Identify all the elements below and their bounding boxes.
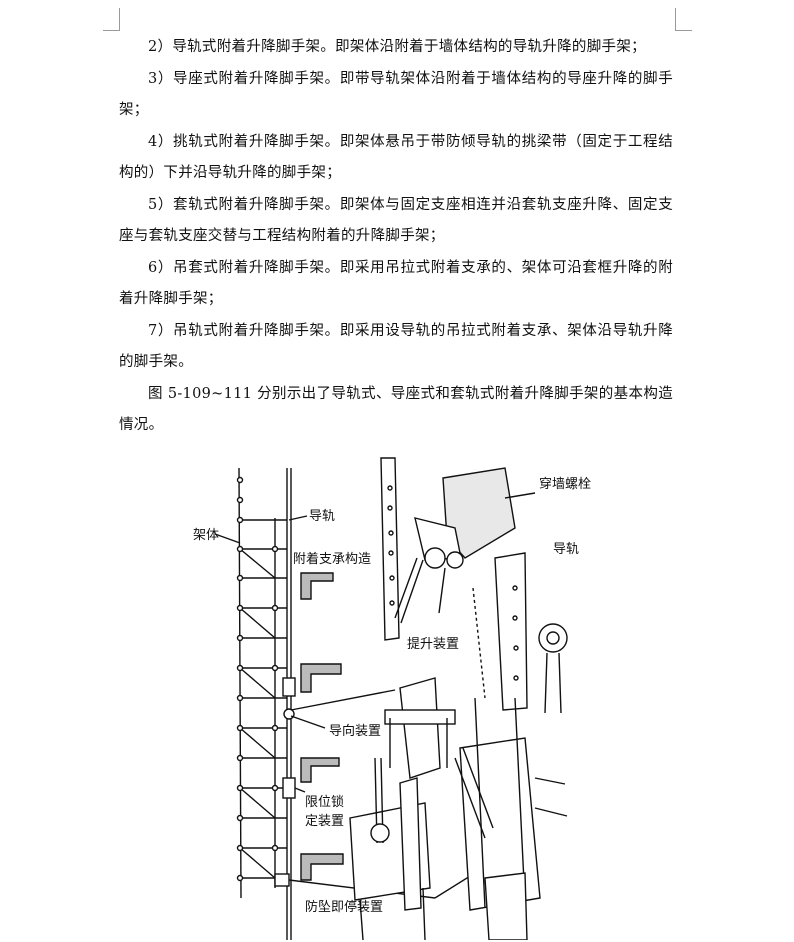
- wall-bracket-drawing: [380, 457, 536, 641]
- paragraph: 5）套轨式附着升降脚手架。即架体与固定支座相连并沿套轨支座升降、固定支座与套轨支…: [119, 196, 673, 245]
- paragraph: 3）导座式附着升降脚手架。即带导轨架体沿附着于墙体结构的导座升降的脚手架；: [119, 70, 673, 119]
- margin-corner-mark-left: [103, 8, 120, 31]
- guide-rail-hoist-drawing: [472, 552, 568, 714]
- paragraph: 图 5-109~111 分别示出了导轨式、导座式和套轨式附着升降脚手架的基本构造…: [119, 385, 673, 434]
- paragraph: 2）导轨式附着升降脚手架。即架体沿附着于墙体结构的导轨升降的脚手架；: [148, 39, 646, 55]
- margin-corner-mark-right: [675, 8, 692, 31]
- anti-fall-drawing: [454, 697, 568, 940]
- paragraph: 7）吊轨式附着升降脚手架。即采用设导轨的吊拉式附着支承、架体沿导轨升降的脚手架。: [119, 322, 673, 371]
- limit-lock-drawing: [349, 757, 431, 940]
- label-support: 附着支承构造: [293, 551, 371, 567]
- label-anti-fall: 防坠即停装置: [305, 899, 383, 915]
- body-text: 2）导轨式附着升降脚手架。即架体沿附着于墙体结构的导轨升降的脚手架； 3）导座式…: [119, 32, 673, 442]
- label-frame: 架体: [193, 528, 219, 543]
- paragraph: 6）吊套式附着升降脚手架。即采用吊拉式附着支承的、架体可沿套框升降的附着升降脚手…: [119, 259, 673, 308]
- scaffold-illustration: 架体 导轨 附着支承构造 穿墙螺栓 导轨 提升装置 导向装置 限位锁 定装置 防…: [193, 457, 591, 940]
- label-wall-bolt: 穿墙螺栓: [539, 476, 591, 492]
- label-limit-1: 限位锁: [305, 794, 344, 810]
- paragraph: 4）挑轨式附着升降脚手架。即架体悬吊于带防倾导轨的挑梁带（固定于工程结构的）下并…: [119, 133, 673, 182]
- label-limit-2: 定装置: [305, 814, 344, 829]
- scaffold-figure: 架体 导轨 附着支承构造 穿墙螺栓 导轨 提升装置 导向装置 限位锁 定装置 防…: [185, 448, 625, 940]
- label-guide-rail: 导轨: [309, 509, 335, 524]
- guide-device-drawing: [384, 677, 456, 779]
- scaffold-frame-drawing: [236, 467, 344, 940]
- label-guiding: 导向装置: [329, 723, 381, 739]
- label-lifting: 提升装置: [407, 636, 459, 652]
- label-guide-rail-2: 导轨: [553, 542, 579, 557]
